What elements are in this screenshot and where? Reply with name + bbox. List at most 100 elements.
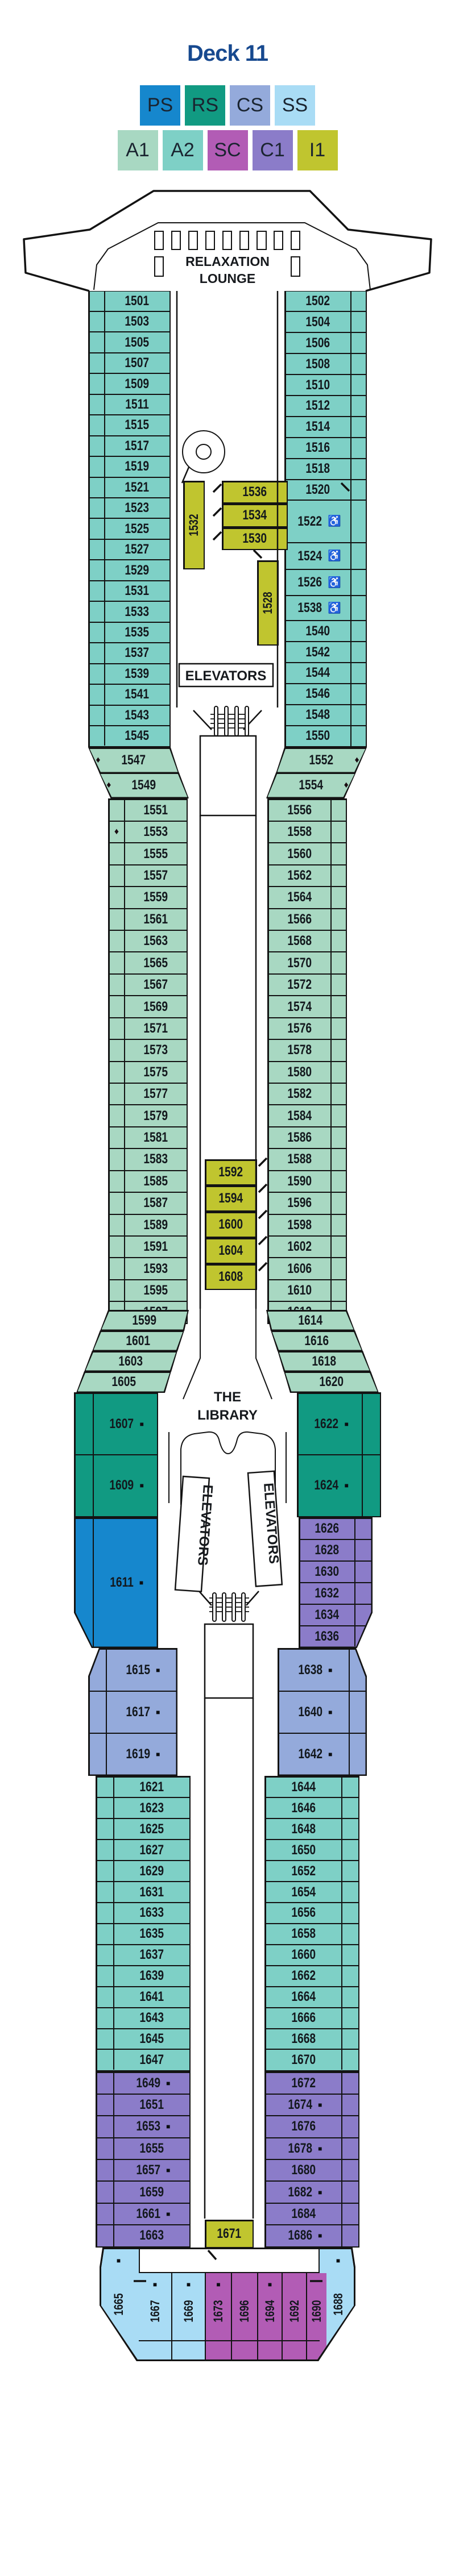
cabin-1591[interactable]: 1591: [109, 1235, 187, 1258]
cabin-1665[interactable]: ■1665: [101, 2249, 140, 2359]
cabin-1524[interactable]: 1524♿: [286, 542, 366, 569]
cabin-1636[interactable]: 1636: [300, 1625, 371, 1647]
cabin-1640[interactable]: 1640■: [279, 1690, 366, 1733]
cabin-1545[interactable]: 1545: [89, 725, 169, 746]
cabin-1616[interactable]: 1616: [304, 1333, 329, 1349]
cabin-1667[interactable]: ■1667: [139, 2273, 171, 2359]
elevator-bank-right[interactable]: [247, 1470, 283, 1587]
cabin-1668[interactable]: 1668: [266, 2028, 358, 2049]
cabin-1603[interactable]: 1603: [118, 1353, 143, 1369]
cabin-1525[interactable]: 1525: [89, 518, 169, 539]
cabin-1623[interactable]: 1623: [97, 1797, 189, 1818]
cabin-1511[interactable]: 1511: [89, 393, 169, 415]
cabin-1674[interactable]: 1674■: [266, 2093, 358, 2116]
cabin-1646[interactable]: 1646: [266, 1797, 358, 1818]
cabin-1559[interactable]: 1559: [109, 886, 187, 908]
cabin-1682[interactable]: 1682■: [266, 2180, 358, 2203]
cabin-1592[interactable]: 1592: [205, 1159, 257, 1185]
cabin-1560[interactable]: 1560: [268, 842, 346, 864]
cabin-1649[interactable]: 1649■: [97, 2073, 189, 2094]
cabin-1517[interactable]: 1517: [89, 435, 169, 456]
cabin-1633[interactable]: 1633: [97, 1902, 189, 1923]
cabin-1605[interactable]: 1605: [111, 1374, 136, 1389]
cabin-1549[interactable]: 1549♦: [106, 777, 156, 793]
cabin-1503[interactable]: 1503: [89, 310, 169, 332]
cabin-1573[interactable]: 1573: [109, 1039, 187, 1061]
cabin-1526[interactable]: 1526♿: [286, 569, 366, 596]
cabin-1647[interactable]: 1647: [97, 2049, 189, 2070]
cabin-1626[interactable]: 1626: [300, 1518, 371, 1539]
cabin-1621[interactable]: 1621: [97, 1777, 189, 1797]
cabin-1555[interactable]: 1555: [109, 842, 187, 864]
cabin-1537[interactable]: 1537: [89, 642, 169, 663]
cabin-1520[interactable]: 1520: [286, 478, 366, 500]
cabin-1659[interactable]: 1659: [97, 2180, 189, 2203]
cabin-1641[interactable]: 1641: [97, 1986, 189, 2007]
cabin-1618[interactable]: 1618: [312, 1353, 337, 1369]
cabin-1568[interactable]: 1568: [268, 930, 346, 952]
cabin-1510[interactable]: 1510: [286, 374, 366, 395]
cabin-1581[interactable]: 1581: [109, 1126, 187, 1148]
cabin-1669[interactable]: ■1669: [171, 2273, 205, 2359]
cabin-1660[interactable]: 1660: [266, 1944, 358, 1965]
cabin-1625[interactable]: 1625: [97, 1818, 189, 1840]
cabin-1507[interactable]: 1507: [89, 352, 169, 373]
cabin-1564[interactable]: 1564: [268, 886, 346, 908]
cabin-1505[interactable]: 1505: [89, 331, 169, 352]
cabin-1686[interactable]: 1686■: [266, 2224, 358, 2246]
cabin-1602[interactable]: 1602: [268, 1235, 346, 1258]
cabin-1652[interactable]: 1652: [266, 1860, 358, 1882]
cabin-1534[interactable]: 1534: [222, 503, 288, 527]
cabin-1586[interactable]: 1586: [268, 1126, 346, 1148]
cabin-1656[interactable]: 1656: [266, 1902, 358, 1923]
cabin-1664[interactable]: 1664: [266, 1986, 358, 2007]
cabin-1531[interactable]: 1531: [89, 580, 169, 601]
cabin-1596[interactable]: 1596: [268, 1192, 346, 1214]
cabin-1617[interactable]: 1617■: [89, 1690, 176, 1733]
cabin-1620[interactable]: 1620: [319, 1374, 344, 1389]
cabin-1589[interactable]: 1589: [109, 1213, 187, 1235]
cabin-1678[interactable]: 1678■: [266, 2137, 358, 2159]
cabin-1515[interactable]: 1515: [89, 414, 169, 435]
cabin-1662[interactable]: 1662: [266, 1965, 358, 1986]
cabin-1651[interactable]: 1651: [97, 2093, 189, 2116]
cabin-1642[interactable]: 1642■: [279, 1732, 366, 1775]
cabin-1615[interactable]: 1615■: [90, 1649, 176, 1691]
cabin-1672[interactable]: 1672: [266, 2073, 358, 2094]
cabin-1607[interactable]: 1607■: [76, 1393, 157, 1454]
cabin-1522[interactable]: 1522♿: [286, 500, 366, 542]
cabin-1552[interactable]: 1552♦: [309, 752, 359, 768]
cabin-1535[interactable]: 1535: [89, 621, 169, 643]
cabin-1611[interactable]: 1611■: [76, 1518, 157, 1647]
cabin-1533[interactable]: 1533: [89, 601, 169, 622]
cabin-1614[interactable]: 1614: [298, 1312, 323, 1328]
cabin-1521[interactable]: 1521: [89, 476, 169, 498]
cabin-1598[interactable]: 1598: [268, 1213, 346, 1235]
cabin-1670[interactable]: 1670: [266, 2049, 358, 2070]
cabin-1544[interactable]: 1544: [286, 661, 366, 683]
elevator-bank-left[interactable]: [174, 1475, 210, 1593]
cabin-1502[interactable]: 1502: [286, 291, 366, 311]
cabin-1506[interactable]: 1506: [286, 332, 366, 353]
cabin-1575[interactable]: 1575: [109, 1060, 187, 1083]
cabin-1557[interactable]: 1557: [109, 864, 187, 887]
cabin-1606[interactable]: 1606: [268, 1257, 346, 1279]
cabin-1508[interactable]: 1508: [286, 353, 366, 374]
cabin-1680[interactable]: 1680: [266, 2159, 358, 2181]
cabin-1684[interactable]: 1684: [266, 2202, 358, 2225]
cabin-1543[interactable]: 1543: [89, 704, 169, 726]
cabin-1639[interactable]: 1639: [97, 1965, 189, 1986]
cabin-1654[interactable]: 1654: [266, 1881, 358, 1903]
cabin-1644[interactable]: 1644: [266, 1777, 358, 1797]
cabin-1673[interactable]: ■1673: [205, 2273, 231, 2359]
cabin-1548[interactable]: 1548: [286, 704, 366, 725]
cabin-1567[interactable]: 1567: [109, 973, 187, 996]
cabin-1528[interactable]: 1528: [257, 560, 279, 646]
cabin-1610[interactable]: 1610: [268, 1279, 346, 1301]
cabin-1645[interactable]: 1645: [97, 2028, 189, 2049]
cabin-1628[interactable]: 1628: [300, 1539, 371, 1561]
cabin-1546[interactable]: 1546: [286, 683, 366, 704]
cabin-1553[interactable]: ♦1553: [109, 820, 187, 843]
cabin-1585[interactable]: 1585: [109, 1170, 187, 1192]
cabin-1619[interactable]: 1619■: [89, 1732, 176, 1775]
